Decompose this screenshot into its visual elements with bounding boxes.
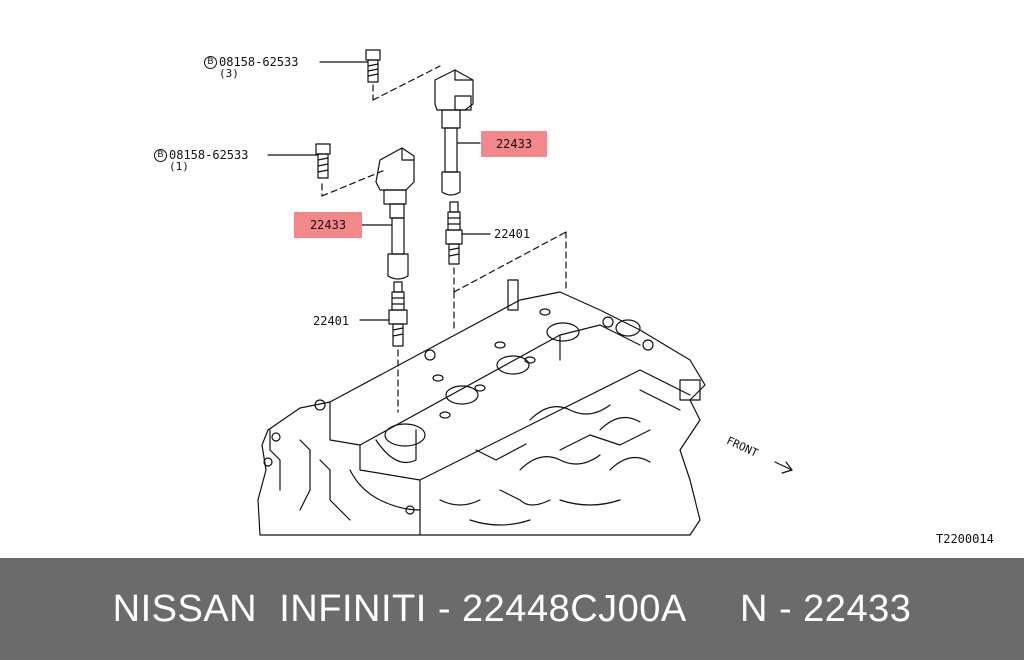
footer-bar: NISSAN INFINITI - 22448CJ00A N - 22433 <box>0 558 1024 660</box>
spark-plug-right <box>445 201 491 265</box>
engine-block <box>257 279 706 536</box>
bolt-left-prefix-mark: B <box>154 149 167 162</box>
bolt-left-part-label: 08158-62533 <box>169 148 249 162</box>
plug-right-part-label: 22401 <box>494 227 531 241</box>
bolt-left <box>267 143 331 179</box>
plug-left-part-label: 22401 <box>313 314 350 328</box>
ignition-coil-right <box>434 69 481 196</box>
bolt-top-part-label: 08158-62533 <box>219 55 299 69</box>
front-arrow <box>774 461 793 474</box>
coil-right-part-label: 22433 <box>481 131 547 157</box>
bolt-top-prefix-mark: B <box>204 56 217 69</box>
diagram-code: T2200014 <box>936 532 994 546</box>
bolt-left-qty-label: (1) <box>169 160 189 173</box>
footer-part-text: NISSAN INFINITI - 22448CJ00A N - 22433 <box>112 588 912 630</box>
ignition-coil-diagram <box>257 49 793 536</box>
spark-plug-left <box>359 281 408 347</box>
bolt-top-qty-label: (3) <box>219 67 239 80</box>
bolt-top <box>319 49 381 83</box>
ignition-coil-left <box>361 147 415 280</box>
coil-left-part-label: 22433 <box>294 212 362 238</box>
